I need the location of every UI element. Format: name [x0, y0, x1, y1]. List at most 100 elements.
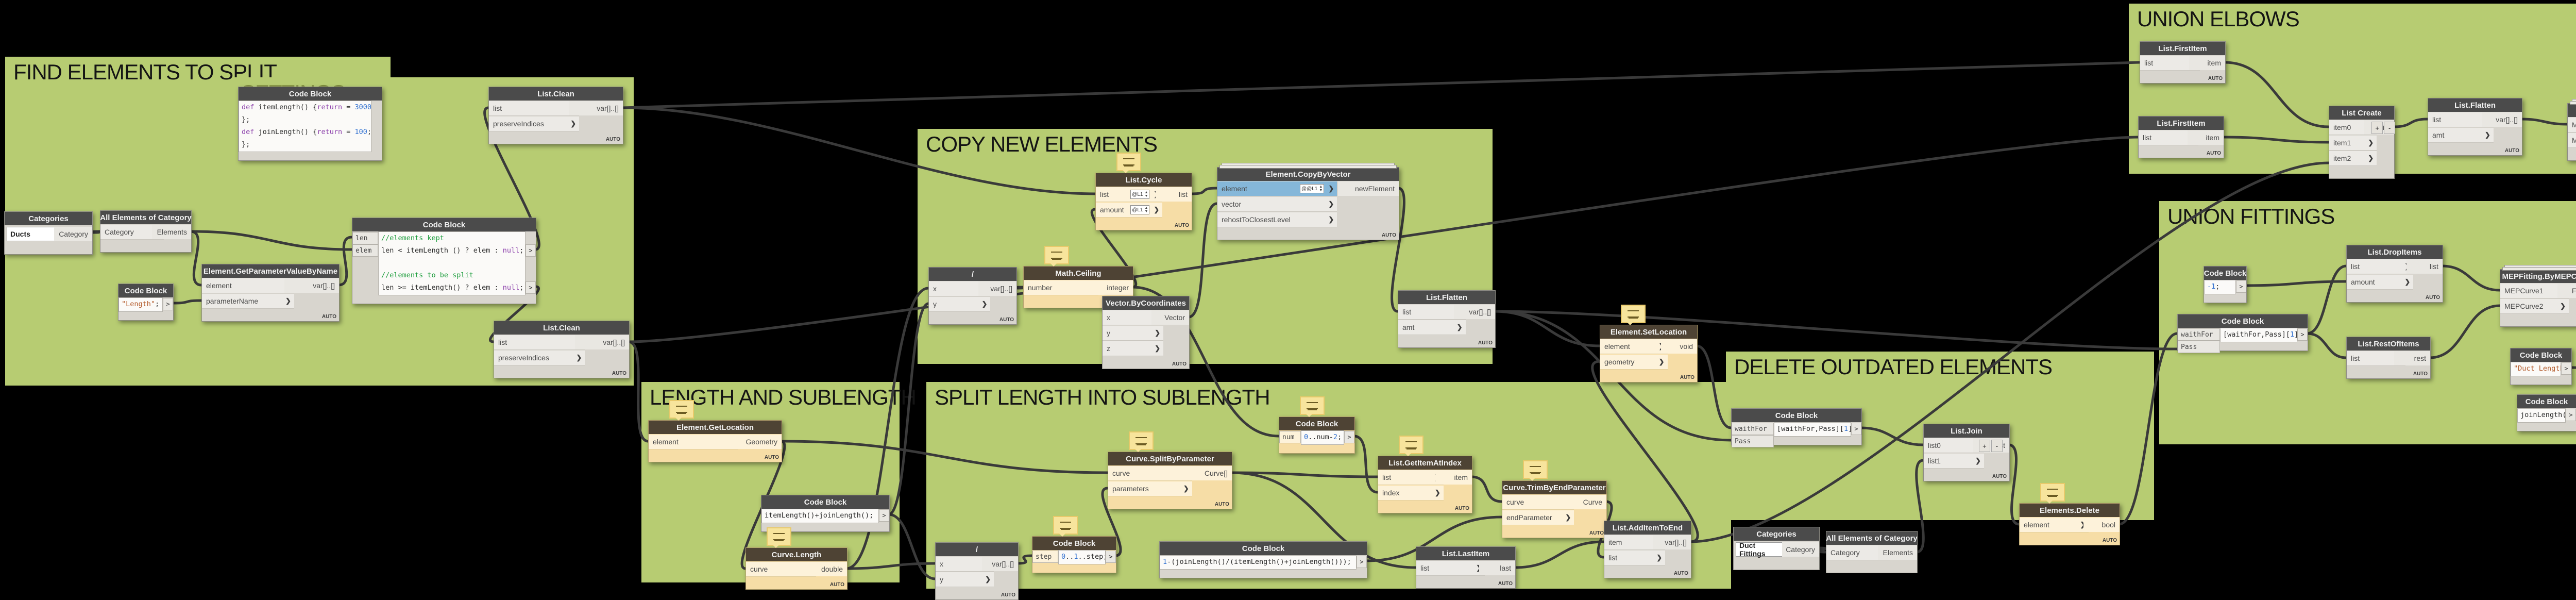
node-title[interactable]: List.DropItems	[2347, 245, 2443, 259]
node-title[interactable]: Code Block	[2178, 314, 2308, 328]
note-icon[interactable]	[2040, 483, 2065, 504]
port-in-list[interactable]: list❯	[494, 335, 585, 350]
port-out-void[interactable]: void	[1661, 339, 1697, 354]
port-in-len[interactable]: len	[352, 232, 378, 244]
code-editor[interactable]: joinLength();	[2517, 408, 2566, 423]
node-title[interactable]: Code Block	[1279, 417, 1354, 430]
node-codeblock-length-param[interactable]: Code Block"Length";>	[118, 284, 174, 321]
port-in-rehostToClosestLevel[interactable]: rehostToClosestLevel❯	[1217, 212, 1337, 227]
port-out-Curve[][interactable]: Curve[]	[1183, 466, 1232, 480]
node-title[interactable]: Curve.SplitByParameter	[1108, 452, 1232, 465]
port-in-preserveIndices[interactable]: preserveIndices❯	[494, 351, 585, 365]
port-in-y[interactable]: y❯	[1103, 326, 1164, 341]
port-out-var[]..[][interactable]: var[]..[]	[2482, 112, 2522, 127]
note-icon[interactable]	[1300, 396, 1325, 417]
node-title[interactable]: Element.GetLocation	[649, 421, 782, 434]
port-in-list[interactable]: list@L1▲ ▼❯	[1096, 187, 1163, 202]
node-title[interactable]: Code Block	[239, 87, 382, 101]
port-out-var[]..[][interactable]: var[]..[]	[569, 101, 623, 115]
port-in-amt[interactable]: amt❯	[2428, 128, 2494, 143]
port-out-var[]..[][interactable]: var[]..[]	[1454, 305, 1495, 319]
port-in-y[interactable]: y❯	[929, 297, 991, 312]
node-list-clean-bottom[interactable]: List.Cleanlist❯preserveIndices❯var[]..[]…	[494, 321, 630, 378]
port-in-parameters[interactable]: parameters❯	[1108, 481, 1192, 496]
port-in-element[interactable]: element❯	[649, 435, 738, 449]
node-title[interactable]: List.Flatten	[2428, 98, 2522, 112]
port-in-MEPCurves[interactable]: MEPCurves❯	[2568, 118, 2576, 132]
port-out-item[interactable]: item	[1436, 470, 1472, 485]
stepper-arrows-icon[interactable]: ▲ ▼	[1144, 206, 1148, 213]
port-in-list[interactable]: list❯	[1416, 561, 1485, 576]
port-in-preserveIndices[interactable]: preserveIndices❯	[489, 116, 580, 131]
node-title[interactable]: Elements.Delete	[2020, 504, 2120, 517]
port-in-list[interactable]: list❯	[1378, 470, 1444, 485]
port-in-Pass[interactable]: Pass	[1732, 435, 1774, 447]
code-editor[interactable]: 0..1..step;	[1058, 550, 1106, 564]
node-title[interactable]: List.Clean	[494, 321, 629, 335]
add-input-button[interactable]: +	[2371, 122, 2383, 134]
node-title[interactable]: Math.Ceiling	[1024, 266, 1133, 280]
port-in-list[interactable]: list❯	[2347, 259, 2414, 274]
node-curve-trimbyendparameter[interactable]: Curve.TrimByEndParametercurve❯endParamet…	[1502, 460, 1607, 538]
port-out-result[interactable]: >	[526, 244, 536, 257]
port-in-endParameter[interactable]: endParameter❯	[1502, 510, 1574, 525]
node-title[interactable]: Element.SetLocation	[1600, 325, 1697, 339]
port-in-y[interactable]: y❯	[936, 572, 994, 587]
port-out-result[interactable]: >	[2236, 280, 2246, 293]
note-icon[interactable]	[1116, 153, 1141, 173]
port-in-index[interactable]: index❯	[1378, 486, 1444, 501]
port-out-result[interactable]: >	[1851, 423, 1861, 435]
port-in-parameterName[interactable]: parameterName❯	[202, 294, 294, 309]
port-out-var[]..[][interactable]: var[]..[]	[1653, 535, 1691, 549]
note-icon[interactable]	[1053, 516, 1078, 537]
node-title[interactable]: Element.CopyByVector	[1217, 168, 1399, 181]
stepper-arrows-icon[interactable]: ▲ ▼	[1144, 191, 1148, 198]
node-title[interactable]: List Create	[2329, 106, 2394, 120]
note-icon[interactable]	[1129, 431, 1154, 452]
add-input-button[interactable]: +	[1978, 440, 1990, 452]
port-out-result[interactable]: >	[1344, 431, 1354, 443]
port-in-element[interactable]: element❯	[202, 278, 294, 293]
node-title[interactable]: Curve.Length	[746, 548, 847, 561]
port-in-element[interactable]: element❯	[2020, 518, 2089, 532]
port-in-element[interactable]: element@@L1▲ ▼❯	[1217, 181, 1337, 196]
node-title[interactable]: Vector.ByCoordinates	[1103, 296, 1189, 310]
stepper-arrows-icon[interactable]: ▲ ▼	[1319, 185, 1323, 192]
node-title[interactable]: MEPFitting.ByMEPCurves	[2500, 270, 2576, 283]
group-title-split-length[interactable]: SPLIT LENGTH INTO SUBLENGTH	[935, 385, 1270, 409]
node-title[interactable]: List.Cycle	[1096, 173, 1192, 187]
group-title-union-fittings[interactable]: UNION FITTINGS	[2167, 204, 2335, 228]
port-out-Vector[interactable]: Vector	[1151, 310, 1189, 325]
node-all-elements-of-category-2[interactable]: All Elements of CategoryCategory❯Element…	[1826, 531, 1918, 573]
port-out-var[]..[][interactable]: var[]..[]	[978, 281, 1016, 296]
node-title[interactable]: Code Block	[2517, 395, 2576, 408]
group-title-union-elbows[interactable]: UNION ELBOWS	[2137, 7, 2300, 31]
port-in-z[interactable]: z❯	[1103, 341, 1164, 356]
port-in-curve[interactable]: curve❯	[1502, 495, 1574, 510]
port-out-integer[interactable]: integer	[1087, 280, 1133, 295]
node-all-elements-of-category-1[interactable]: All Elements of CategoryCategory❯Element…	[100, 210, 192, 253]
lacing-stepper[interactable]: @L1▲ ▼	[1130, 190, 1150, 199]
code-editor[interactable]: "Duct Length";	[2511, 362, 2561, 376]
dropdown-categories-ducts[interactable]: Ductsv	[7, 227, 62, 241]
node-title[interactable]: Curve.TrimByEndParameter	[1502, 481, 1606, 494]
node-elbow-bymepcurves[interactable]: Elbow.ByMEPCurvesMEPCurves❯Margin❯Elbows…	[2567, 99, 2576, 161]
node-title[interactable]: Code Block	[1732, 409, 1861, 422]
